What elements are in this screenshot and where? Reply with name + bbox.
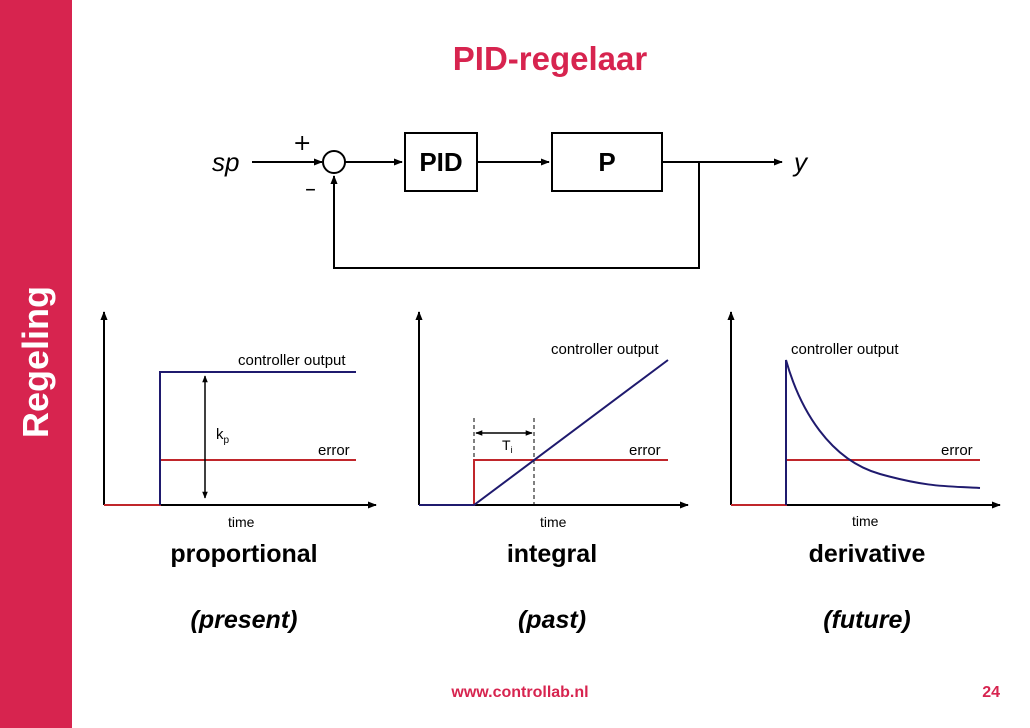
error-line [104,459,356,506]
error-line [731,459,980,506]
sidebar: Regeling [0,0,72,728]
time-label: time [228,514,255,530]
setpoint-label: sp [212,147,239,177]
controller-output-line [419,359,669,506]
slide-title: PID-regelaar [452,40,648,77]
page-number: 24 [982,684,1000,701]
caption-integral: integral [506,540,598,568]
block-diagram: sp + – PID P y [212,131,809,269]
plus-sign: + [293,131,311,156]
controller-output-line [159,371,356,505]
subcaption-present: (present) [190,606,298,634]
controller-output-label: controller output [791,341,899,358]
caption-proportional: proportional [170,540,318,568]
caption-derivative: derivative [808,540,926,568]
subcaption-future: (future) [823,606,911,634]
error-label: error [318,442,350,459]
subcaption-past: (past) [517,606,587,634]
ti-label: Ti [502,437,513,455]
controller-output-label: controller output [238,352,346,369]
minus-sign: – [305,177,316,202]
feedback-loop [330,162,700,269]
pid-block-label: PID [419,147,462,177]
time-label: time [852,513,879,529]
footer-url: www.controllab.nl [451,684,589,701]
process-block [551,132,663,192]
time-label: time [540,514,567,530]
error-line [419,459,668,506]
process-block-label: P [598,147,615,177]
summing-junction [322,150,346,174]
gain-label: kp [216,426,230,446]
controller-output-curve [785,359,981,505]
graph-derivative: controller output error time [727,311,1001,529]
pid-block [404,132,478,192]
output-label: y [792,147,809,177]
error-label: error [629,442,661,459]
graph-integral: controller output error Ti time [415,311,689,530]
graph-proportional: controller output error kp time [100,311,377,530]
error-label: error [941,442,973,459]
controller-output-label: controller output [551,341,659,358]
